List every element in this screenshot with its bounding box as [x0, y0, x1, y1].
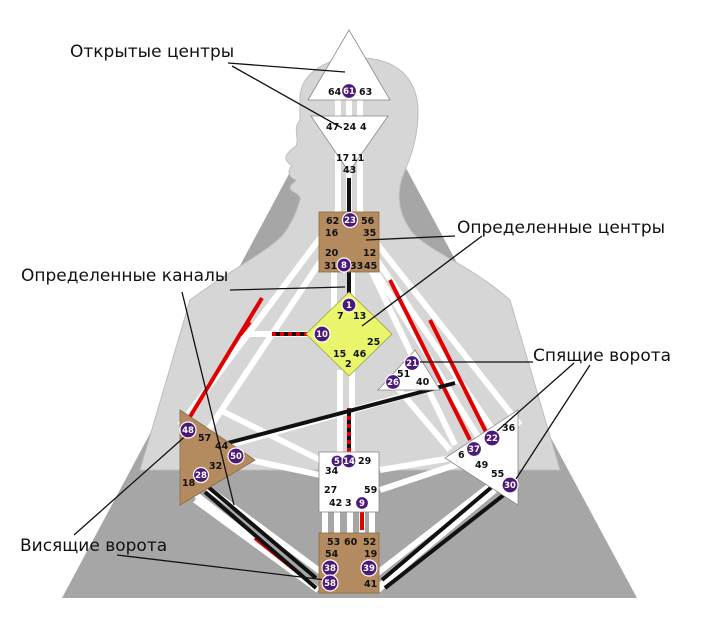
gate-11: 11 — [351, 153, 364, 164]
gate-29: 29 — [358, 456, 371, 467]
gate-46: 46 — [353, 349, 367, 360]
gate-58: 58 — [324, 579, 336, 589]
gate-63: 63 — [359, 87, 372, 98]
gate-36: 36 — [502, 423, 516, 434]
g-center — [305, 291, 393, 377]
gate-24: 24 — [343, 122, 357, 133]
gate-circles — [179, 82, 519, 592]
gate-43: 43 — [343, 165, 356, 176]
gate-45: 45 — [364, 261, 377, 272]
gate-30: 30 — [504, 481, 516, 491]
gate-33: 33 — [350, 261, 363, 272]
gate-48: 48 — [182, 426, 194, 436]
gate-32: 32 — [209, 461, 222, 472]
gate-7: 7 — [337, 311, 344, 322]
gate-18: 18 — [182, 478, 196, 489]
label-dormant-gates: Спящие ворота — [533, 346, 672, 366]
gate-55: 55 — [491, 469, 504, 480]
gate-51: 51 — [397, 369, 410, 380]
gate-62: 62 — [326, 216, 339, 227]
head-center — [307, 29, 391, 101]
pointer-lines — [73, 62, 591, 581]
gate-60: 60 — [344, 537, 358, 548]
gate-4: 4 — [360, 122, 367, 133]
gate-2: 2 — [345, 359, 352, 370]
gate-1: 1 — [346, 301, 352, 311]
gate-27: 27 — [324, 485, 337, 496]
gate-54: 54 — [325, 549, 339, 560]
solar-plexus-center — [444, 409, 519, 506]
gate-53: 53 — [327, 537, 340, 548]
gate-10: 10 — [316, 330, 328, 340]
gate-34: 34 — [325, 466, 339, 477]
gate-25: 25 — [367, 337, 380, 348]
gate-14: 14 — [343, 457, 355, 467]
gate-64: 64 — [328, 87, 342, 98]
gate-38: 38 — [324, 564, 336, 574]
gate-39: 39 — [363, 564, 375, 574]
gate-37: 37 — [468, 445, 480, 455]
gate-42: 42 — [329, 498, 342, 509]
gate-44: 44 — [215, 441, 229, 452]
gate-15: 15 — [333, 349, 346, 360]
gate-57: 57 — [198, 433, 211, 444]
gate-5: 5 — [334, 457, 340, 467]
gate-23: 23 — [344, 216, 356, 226]
gate-59: 59 — [364, 485, 377, 496]
gate-50: 50 — [230, 452, 242, 462]
gate-12: 12 — [363, 248, 376, 259]
gate-52: 52 — [363, 537, 376, 548]
gate-8: 8 — [341, 261, 347, 271]
label-defined-channels: Определенные каналы — [21, 266, 229, 286]
gate-56: 56 — [361, 216, 375, 227]
gate-40: 40 — [416, 377, 430, 388]
gate-21: 21 — [406, 359, 418, 369]
gate-22: 22 — [486, 434, 498, 444]
ajna-center — [310, 115, 389, 173]
gate-26: 26 — [387, 378, 399, 388]
gate-35: 35 — [363, 228, 376, 239]
defined-channels — [186, 178, 512, 590]
gate-41: 41 — [364, 579, 377, 590]
label-open-centers: Открытые центры — [70, 42, 235, 62]
gate-47: 47 — [326, 122, 339, 133]
gate-28: 28 — [195, 471, 207, 481]
gate-13: 13 — [353, 311, 366, 322]
gate-9: 9 — [359, 499, 365, 509]
gate-49: 49 — [475, 460, 488, 471]
gate-20: 20 — [325, 248, 339, 259]
gate-31: 31 — [324, 261, 337, 272]
label-defined-centers: Определенные центры — [457, 218, 666, 238]
gate-3: 3 — [345, 498, 352, 509]
label-hanging-gates: Висящие ворота — [20, 536, 168, 556]
gate-labels: 64 61 63 47 24 4 17 11 43 62 23 56 16 35… — [182, 87, 516, 590]
gate-16: 16 — [325, 228, 339, 239]
gate-19: 19 — [364, 549, 377, 560]
gate-6: 6 — [458, 450, 465, 461]
gate-17: 17 — [336, 153, 349, 164]
gate-61: 61 — [343, 87, 355, 97]
